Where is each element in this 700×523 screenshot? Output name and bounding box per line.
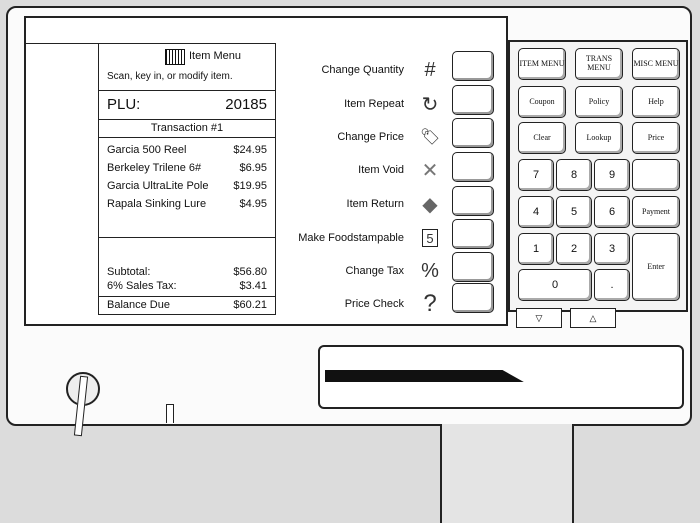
- key-lock[interactable]: [66, 372, 100, 437]
- price-key[interactable]: Price: [632, 122, 680, 154]
- item-void-command[interactable]: Item Void ✕: [276, 154, 446, 188]
- soft-key-item-void[interactable]: [452, 152, 494, 182]
- trans-menu-key[interactable]: TRANS MENU: [575, 48, 623, 80]
- command-label: Change Tax: [345, 265, 404, 277]
- chevron-down-icon: ▽: [535, 312, 543, 323]
- keypad: ITEM MENU TRANS MENU MISC MENU Coupon Po…: [508, 40, 688, 312]
- soft-key-price-check[interactable]: [452, 283, 494, 313]
- change-price-command[interactable]: Change Price 🏷: [276, 121, 446, 155]
- foodstamp-icon: 5: [422, 229, 438, 247]
- list-item[interactable]: Garcia 500 Reel $24.95: [99, 144, 275, 160]
- soft-key-item-return[interactable]: [452, 186, 494, 216]
- transaction-header: Transaction #1: [150, 122, 224, 134]
- plu-label: PLU:: [107, 96, 141, 113]
- item-name: Garcia UltraLite Pole: [107, 180, 209, 192]
- digit-4-key[interactable]: 4: [518, 196, 554, 228]
- soft-key-change-quantity[interactable]: [452, 51, 494, 81]
- void-x-icon: ✕: [421, 159, 439, 182]
- list-item[interactable]: Berkeley Trilene 6# $6.95: [99, 162, 275, 178]
- digit-5-key[interactable]: 5: [556, 196, 592, 228]
- digit-0-key[interactable]: 0: [518, 269, 592, 301]
- balance-value: $60.21: [233, 299, 267, 311]
- change-tax-command[interactable]: Change Tax %: [276, 255, 446, 289]
- prompt-text: Scan, key in, or modify item.: [107, 71, 233, 82]
- price-tag-icon: 🏷: [419, 129, 441, 146]
- clear-key[interactable]: Clear: [518, 122, 566, 154]
- card-slot-opening: [325, 370, 524, 382]
- scroll-down-button[interactable]: ▽: [516, 308, 562, 328]
- item-return-command[interactable]: Item Return ◆: [276, 188, 446, 222]
- soft-keys: [446, 43, 500, 313]
- command-label: Item Repeat: [344, 98, 404, 110]
- terminal-stand: [440, 424, 574, 523]
- command-label: Change Quantity: [321, 64, 404, 76]
- menu-title: Item Menu: [189, 50, 241, 62]
- help-key[interactable]: Help: [632, 86, 680, 118]
- item-name: Berkeley Trilene 6#: [107, 162, 202, 174]
- change-quantity-command[interactable]: Change Quantity #: [276, 54, 446, 88]
- command-list: Change Quantity # Item Repeat ↻ Change P…: [276, 43, 446, 318]
- soft-key-change-tax[interactable]: [452, 252, 494, 282]
- balance-label: Balance Due: [107, 299, 170, 311]
- soft-key-change-price[interactable]: [452, 118, 494, 148]
- subtotal-value: $56.80: [233, 266, 267, 278]
- digit-6-key[interactable]: 6: [594, 196, 630, 228]
- item-name: Garcia 500 Reel: [107, 144, 187, 156]
- item-menu-key[interactable]: ITEM MENU: [518, 48, 566, 80]
- hash-icon: #: [424, 58, 436, 81]
- digit-1-key[interactable]: 1: [518, 233, 554, 265]
- price-check-command[interactable]: Price Check ?: [276, 288, 446, 322]
- make-foodstampable-command[interactable]: Make Foodstampable 5: [276, 222, 446, 256]
- item-repeat-command[interactable]: Item Repeat ↻: [276, 88, 446, 122]
- tax-value: $3.41: [239, 280, 267, 292]
- divider: [99, 296, 275, 297]
- item-price: $6.95: [239, 162, 267, 174]
- divider: [99, 119, 275, 120]
- soft-key-make-foodstampable[interactable]: [452, 219, 494, 249]
- divider: [99, 237, 275, 238]
- tax-percent-icon: %: [421, 259, 439, 282]
- item-price: $19.95: [233, 180, 267, 192]
- barcode-icon: [165, 49, 185, 65]
- lookup-key[interactable]: Lookup: [575, 122, 623, 154]
- enter-key[interactable]: Enter: [632, 233, 680, 301]
- command-label: Price Check: [344, 298, 404, 310]
- digit-9-key[interactable]: 9: [594, 159, 630, 191]
- soft-key-item-repeat[interactable]: [452, 85, 494, 115]
- digit-2-key[interactable]: 2: [556, 233, 592, 265]
- item-name: Rapala Sinking Lure: [107, 198, 207, 210]
- subtotal-label: Subtotal:: [107, 266, 151, 278]
- list-item[interactable]: Rapala Sinking Lure $4.95: [99, 198, 275, 214]
- return-icon: ◆: [422, 193, 438, 216]
- repeat-icon: ↻: [421, 93, 439, 116]
- item-price: $24.95: [233, 144, 267, 156]
- digit-8-key[interactable]: 8: [556, 159, 592, 191]
- item-price: $4.95: [239, 198, 267, 210]
- screen-divider: [26, 43, 98, 44]
- command-label: Item Return: [346, 198, 404, 210]
- chevron-up-icon: △: [589, 312, 597, 323]
- scroll-up-button[interactable]: △: [570, 308, 616, 328]
- misc-menu-key[interactable]: MISC MENU: [632, 48, 680, 80]
- command-label: Change Price: [337, 131, 404, 143]
- command-label: Make Foodstampable: [298, 232, 404, 244]
- drawer-release-lever[interactable]: [166, 404, 174, 423]
- question-icon: ?: [423, 290, 437, 317]
- command-label: Item Void: [358, 164, 404, 176]
- policy-key[interactable]: Policy: [575, 86, 623, 118]
- blank-key[interactable]: [632, 159, 680, 191]
- divider: [99, 137, 275, 138]
- list-item[interactable]: Garcia UltraLite Pole $19.95: [99, 180, 275, 196]
- plu-value: 20185: [225, 96, 267, 113]
- tax-label: 6% Sales Tax:: [107, 280, 177, 292]
- digit-7-key[interactable]: 7: [518, 159, 554, 191]
- digit-3-key[interactable]: 3: [594, 233, 630, 265]
- payment-key[interactable]: Payment: [632, 196, 680, 228]
- divider: [99, 90, 275, 91]
- decimal-point-key[interactable]: .: [594, 269, 630, 301]
- coupon-key[interactable]: Coupon: [518, 86, 566, 118]
- transaction-panel: Item Menu Scan, key in, or modify item. …: [98, 43, 276, 315]
